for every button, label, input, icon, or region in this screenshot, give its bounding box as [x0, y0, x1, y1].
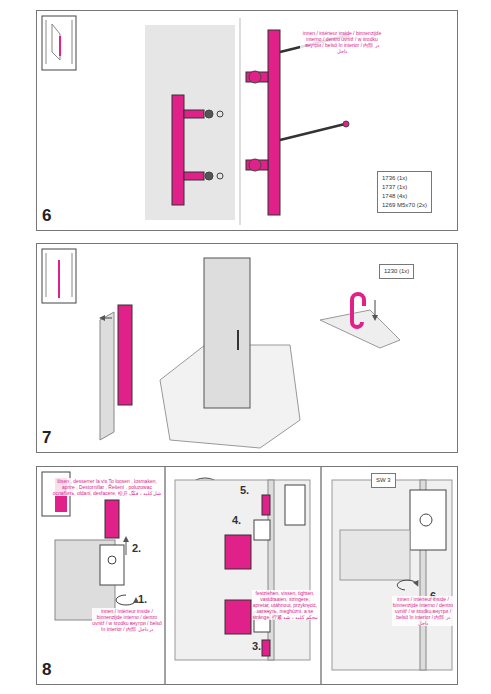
- instruction-text: innen / intérieur inside / binnenzijde i…: [300, 30, 384, 54]
- callout-number: 2.: [132, 542, 146, 555]
- step-number: 8: [42, 660, 51, 680]
- part-box: 1230 (1x): [379, 264, 414, 279]
- step-panel: 8 SW 3: [36, 466, 458, 685]
- instruction-text: innen / intérieur inside / binnenzijde i…: [392, 596, 454, 626]
- part-code: 1737 (1x): [382, 183, 427, 192]
- step-number: 7: [42, 428, 51, 448]
- part-code: SW 3: [376, 476, 391, 485]
- part-box: 1736 (1x)1737 (1x)1748 (4x)1269 M5x70 (2…: [377, 171, 432, 213]
- instruction-text: lösen , desserrer la vis To loosen , los…: [52, 478, 162, 496]
- part-code: 1269 M5x70 (2x): [382, 201, 427, 210]
- step-panel: 6 1736 (1x)1737 (1x)1748 (4x)1269 M5x70 (…: [36, 10, 458, 231]
- step-number: 6: [42, 206, 51, 226]
- part-box: SW 3: [371, 473, 396, 488]
- instruction-text: festziehen, vissen, tighten, vastdraaien…: [252, 590, 318, 620]
- part-code: 1230 (1x): [384, 267, 409, 276]
- instruction-text: innen / intérieur inside / binnenzijde i…: [92, 608, 162, 632]
- callout-number: 3.: [252, 640, 266, 653]
- step-panel: 7 1230 (1x): [36, 243, 458, 453]
- callout-number: 5.: [240, 484, 254, 497]
- part-code: 1736 (1x): [382, 174, 427, 183]
- callout-number: 4.: [232, 514, 246, 527]
- part-code: 1748 (4x): [382, 192, 427, 201]
- callout-number: 1.: [138, 593, 152, 606]
